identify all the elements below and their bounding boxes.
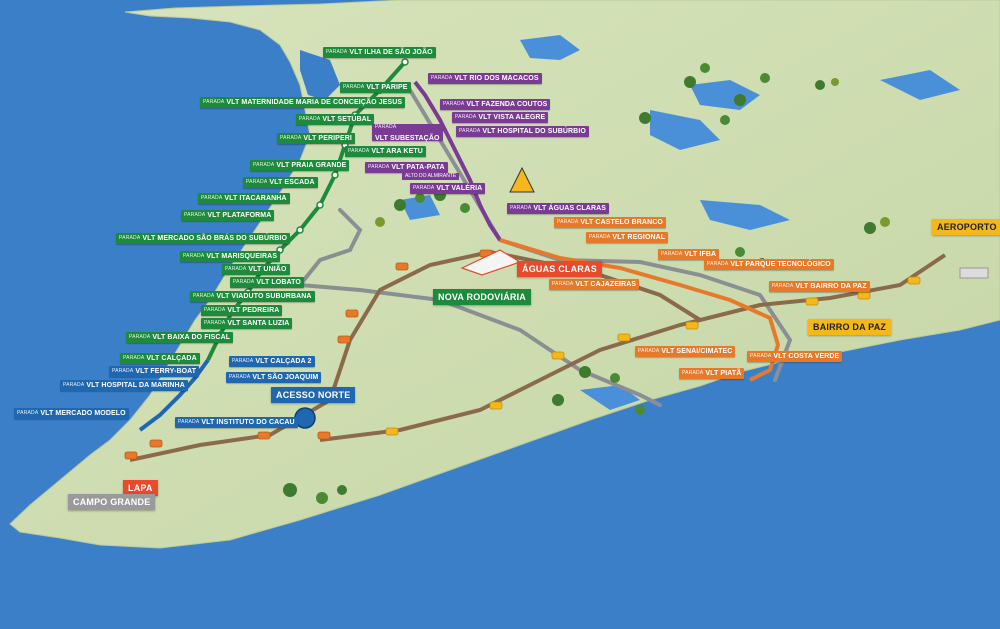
- station-sublabel-alto-do-almirante: ALTO DO ALMIRANTE: [402, 173, 460, 180]
- terminal-aeroporto[interactable]: AEROPORTO: [932, 219, 1000, 235]
- tunnel-portal: [294, 407, 316, 429]
- trains-yellow: [385, 276, 921, 436]
- terminal-bairro-da-paz[interactable]: BAIRRO DA PAZ: [808, 319, 892, 335]
- construction-sign: [509, 166, 535, 193]
- bay-inlet: [300, 50, 340, 100]
- terminal-campo-grande[interactable]: CAMPO GRANDE: [68, 494, 156, 510]
- terminal-nova-rodoviaria[interactable]: NOVA RODOVIÁRIA: [433, 289, 532, 305]
- blue-line: [138, 358, 210, 432]
- terminal-aguas-claras[interactable]: ÁGUAS CLARAS: [517, 261, 602, 277]
- trees: [283, 63, 890, 504]
- trains-orange: [124, 249, 493, 460]
- purple-line: [413, 80, 502, 242]
- airport-building: [959, 267, 989, 279]
- terminal-acesso-norte[interactable]: ACESSO NORTE: [271, 387, 356, 403]
- terminal-lapa[interactable]: LAPA: [123, 480, 158, 496]
